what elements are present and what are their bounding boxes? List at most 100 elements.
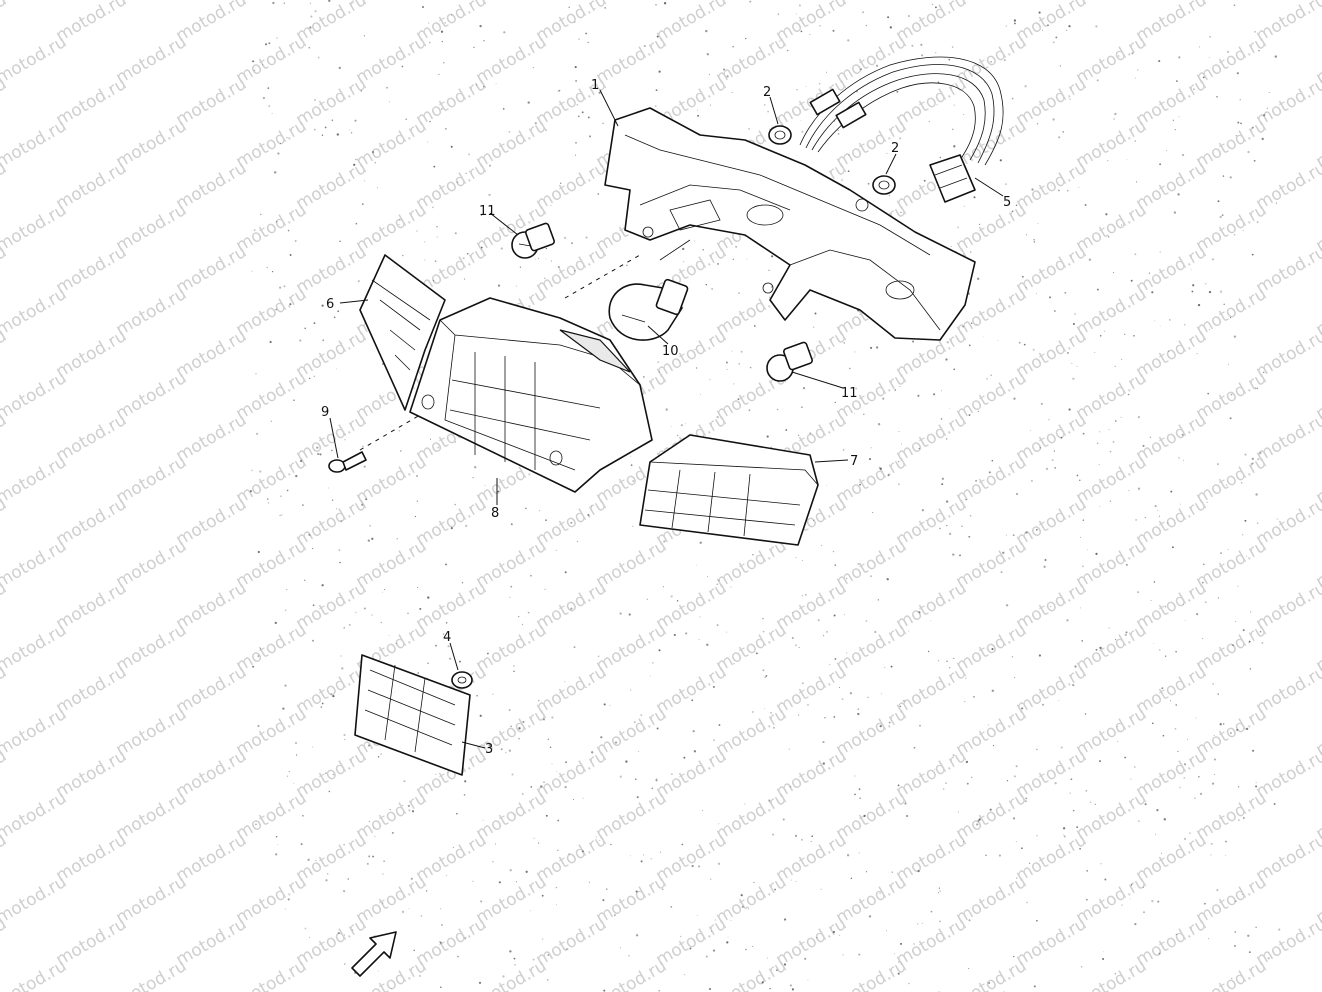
watermark-text: motod.ru xyxy=(953,452,1031,508)
speckle-dot xyxy=(1136,69,1139,71)
speckle-dot xyxy=(973,196,976,199)
speckle-dot xyxy=(529,910,531,912)
watermark-text: motod.ru xyxy=(653,662,731,718)
speckle-dot xyxy=(920,43,923,46)
watermark-text: motod.ru xyxy=(773,830,851,886)
speckle-dot xyxy=(1095,25,1098,28)
watermark-text: motod.ru xyxy=(653,830,731,886)
watermark-text: motod.ru xyxy=(1073,536,1151,592)
speckle-dot xyxy=(450,526,453,530)
speckle-dot xyxy=(560,182,562,184)
speckle-dot xyxy=(313,375,315,377)
speckle-dot xyxy=(698,865,701,868)
speckle-dot xyxy=(968,919,971,922)
speckle-dot xyxy=(854,775,856,777)
speckle-dot xyxy=(1015,492,1019,496)
speckle-dot xyxy=(280,495,282,497)
speckle-dot xyxy=(711,288,714,290)
speckle-dot xyxy=(762,630,765,633)
speckle-dot xyxy=(1204,902,1206,905)
speckle-dot xyxy=(1205,283,1207,285)
speckle-dot xyxy=(1135,77,1137,79)
speckle-dot xyxy=(1263,114,1266,117)
speckle-dot xyxy=(1251,462,1254,465)
speckle-dot xyxy=(1175,650,1177,653)
speckle-dot xyxy=(699,616,701,618)
watermark-text: motod.ru xyxy=(113,620,191,676)
speckle-dot xyxy=(625,760,628,763)
speckle-dot xyxy=(1161,852,1162,854)
speckle-dot xyxy=(753,325,756,327)
speckle-dot xyxy=(795,13,797,15)
speckle-dot xyxy=(1233,335,1237,338)
speckle-dot xyxy=(676,600,679,602)
speckle-dot xyxy=(260,648,262,650)
speckle-dot xyxy=(1072,924,1074,925)
speckle-dot xyxy=(1005,25,1007,27)
speckle-dot xyxy=(682,247,685,251)
speckle-dot xyxy=(343,843,345,846)
watermark-text: motod.ru xyxy=(53,242,131,298)
speckle-dot xyxy=(899,385,901,388)
speckle-dot xyxy=(809,432,812,435)
speckle-dot xyxy=(911,44,914,47)
speckle-dot xyxy=(438,73,440,76)
speckle-dot xyxy=(1226,50,1230,53)
speckle-dot xyxy=(556,770,558,772)
watermark-text: motod.ru xyxy=(233,284,311,340)
speckle-dot xyxy=(813,519,814,521)
speckle-dot xyxy=(865,24,867,27)
speckle-dot xyxy=(1066,351,1069,354)
speckle-dot xyxy=(324,126,327,129)
speckle-dot xyxy=(478,981,482,985)
watermark-text: motod.ru xyxy=(173,410,251,466)
speckle-dot xyxy=(898,961,900,963)
speckle-dot xyxy=(568,853,570,855)
speckle-dot xyxy=(899,137,902,140)
speckle-dot xyxy=(679,935,682,938)
callout-part-10: 10 xyxy=(662,344,679,359)
speckle-dot xyxy=(336,508,338,510)
speckle-dot xyxy=(1130,279,1133,282)
speckle-dot xyxy=(628,613,631,616)
watermark-text: motod.ru xyxy=(53,158,131,214)
speckle-dot xyxy=(293,399,295,401)
speckle-dot xyxy=(602,589,603,591)
watermark-text: motod.ru xyxy=(1193,452,1271,508)
speckle-dot xyxy=(541,894,544,897)
speckle-dot xyxy=(1107,160,1109,162)
speckle-dot xyxy=(656,35,659,38)
speckle-dot xyxy=(1153,643,1155,644)
watermark-text: motod.ru xyxy=(833,704,911,760)
speckle-dot xyxy=(842,954,844,956)
watermark-text: motod.ru xyxy=(533,830,611,886)
watermark-text: motod.ru xyxy=(233,368,311,424)
speckle-dot xyxy=(335,368,337,370)
speckle-dot xyxy=(576,540,579,543)
speckle-dot xyxy=(1234,931,1237,933)
speckle-dot xyxy=(534,122,537,125)
callout-part-1: 1 xyxy=(591,78,599,93)
speckle-dot xyxy=(907,15,910,17)
speckle-dot xyxy=(419,975,421,977)
speckle-dot xyxy=(749,0,752,3)
speckle-dot xyxy=(1066,619,1069,622)
callout-part-5: 5 xyxy=(1003,195,1011,210)
speckle-dot xyxy=(530,786,533,788)
speckle-dot xyxy=(1230,732,1232,734)
speckle-dot xyxy=(817,619,820,622)
speckle-dot xyxy=(635,934,639,937)
speckle-dot xyxy=(371,614,373,616)
watermark-text: motod.ru xyxy=(1193,284,1271,340)
watermark-text: motod.ru xyxy=(0,0,70,4)
speckle-dot xyxy=(957,226,959,229)
speckle-dot xyxy=(1225,484,1228,486)
watermark-text: motod.ru xyxy=(833,788,911,844)
speckle-dot xyxy=(1047,24,1049,27)
speckle-dot xyxy=(525,870,528,873)
speckle-dot xyxy=(1021,275,1024,278)
speckle-dot xyxy=(1036,122,1039,125)
speckle-dot xyxy=(1159,649,1161,651)
speckle-dot xyxy=(399,219,401,221)
speckle-dot xyxy=(854,793,856,796)
